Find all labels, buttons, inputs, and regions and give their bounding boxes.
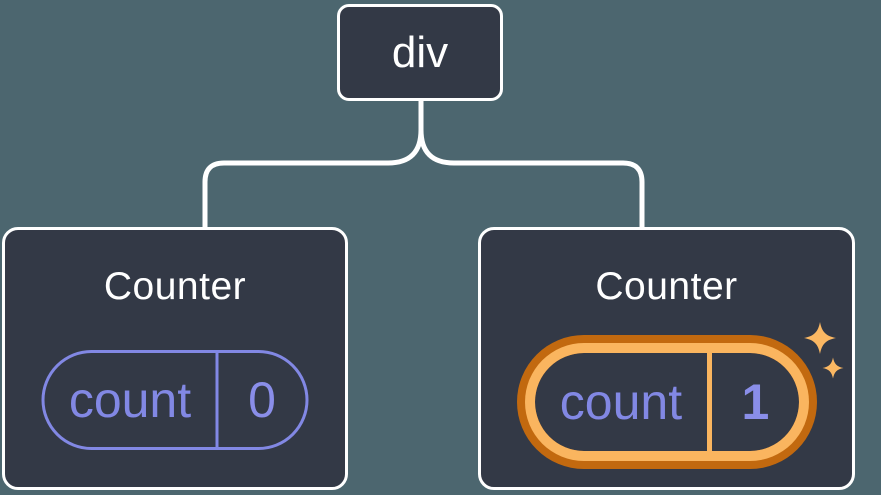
root-node-div: div bbox=[337, 4, 503, 101]
state-key-left: count bbox=[45, 353, 219, 447]
component-title-left: Counter bbox=[103, 265, 247, 308]
state-value-left: 0 bbox=[248, 372, 276, 428]
state-key-right: count bbox=[535, 353, 713, 451]
connector-right-branch bbox=[418, 101, 645, 229]
state-value-right: 1 bbox=[741, 374, 770, 430]
root-node-label: div bbox=[391, 27, 449, 77]
component-title-right: Counter bbox=[595, 265, 738, 308]
connector-left-branch bbox=[202, 101, 424, 229]
counter-card-right: Counter count 1 bbox=[478, 227, 855, 490]
state-pill-right-highlighted: count 1 bbox=[535, 353, 799, 451]
state-pill-left: count 0 bbox=[41, 350, 309, 450]
counter-card-left: Counter count 0 bbox=[2, 227, 348, 490]
